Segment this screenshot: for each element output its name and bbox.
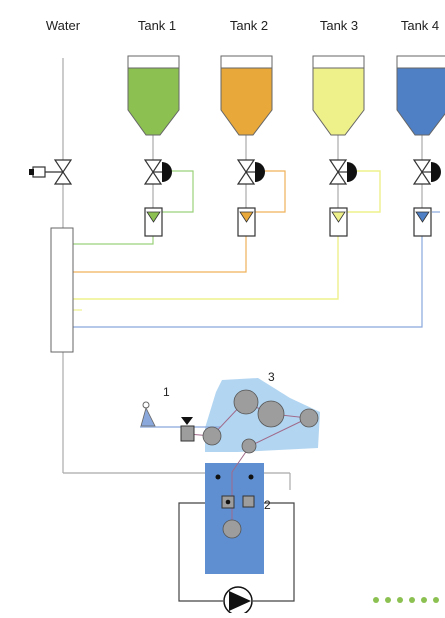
spray-nozzle-icon bbox=[140, 401, 156, 427]
pump-icon bbox=[223, 586, 253, 616]
tank-2-actuator-icon bbox=[255, 162, 265, 182]
tank-4-flowmeter-icon bbox=[413, 207, 432, 237]
tank-1-valve-icon bbox=[143, 159, 163, 185]
water-valve-icon bbox=[45, 159, 73, 185]
tank-2 bbox=[220, 55, 273, 136]
feed-direction-icon bbox=[181, 417, 193, 425]
label-tank-3: Tank 3 bbox=[320, 18, 358, 33]
tank-2-line bbox=[73, 170, 286, 273]
bath-markers bbox=[215, 474, 254, 480]
tank-1-actuator-icon bbox=[162, 162, 172, 182]
label-tank-1: Tank 1 bbox=[138, 18, 176, 33]
tank-1-line bbox=[73, 170, 194, 245]
roller-icon bbox=[257, 400, 285, 428]
tank-3-flowmeter-icon bbox=[329, 207, 348, 237]
label-tank-4: Tank 4 bbox=[401, 18, 439, 33]
roller-icon bbox=[241, 438, 257, 454]
tank-1 bbox=[127, 55, 180, 136]
decorative-dots bbox=[373, 597, 439, 603]
roller-icon bbox=[222, 519, 242, 539]
bath-sensor-block bbox=[242, 495, 255, 508]
tank-4 bbox=[396, 55, 445, 136]
tank-2-valve-icon bbox=[236, 159, 256, 185]
bath-sensor-icon bbox=[221, 495, 235, 509]
hand-actuator-icon bbox=[29, 166, 46, 178]
label-tank-2: Tank 2 bbox=[230, 18, 268, 33]
tank-3-line bbox=[73, 170, 381, 300]
marker-3: 3 bbox=[268, 370, 275, 384]
roller-icon bbox=[233, 389, 259, 415]
coating-bath bbox=[205, 463, 264, 574]
rollers bbox=[202, 389, 319, 539]
feeder-block bbox=[180, 425, 195, 442]
label-water: Water bbox=[46, 18, 81, 33]
tank-2-flowmeter-icon bbox=[237, 207, 256, 237]
marker-2: 2 bbox=[264, 498, 271, 512]
marker-1: 1 bbox=[163, 385, 170, 399]
tank-4-actuator-icon bbox=[431, 162, 441, 182]
tank-3-valve-icon bbox=[328, 159, 348, 185]
tank-4-valve-icon bbox=[412, 159, 432, 185]
tank-4-line bbox=[73, 211, 440, 328]
roller-icon bbox=[202, 426, 222, 446]
tank-3 bbox=[312, 55, 365, 136]
roller-icon bbox=[299, 408, 319, 428]
tank-3-actuator-icon bbox=[347, 162, 357, 182]
recirculation-loop bbox=[178, 502, 295, 602]
tank-1-flowmeter-icon bbox=[144, 207, 163, 237]
mixing-column bbox=[50, 227, 74, 353]
